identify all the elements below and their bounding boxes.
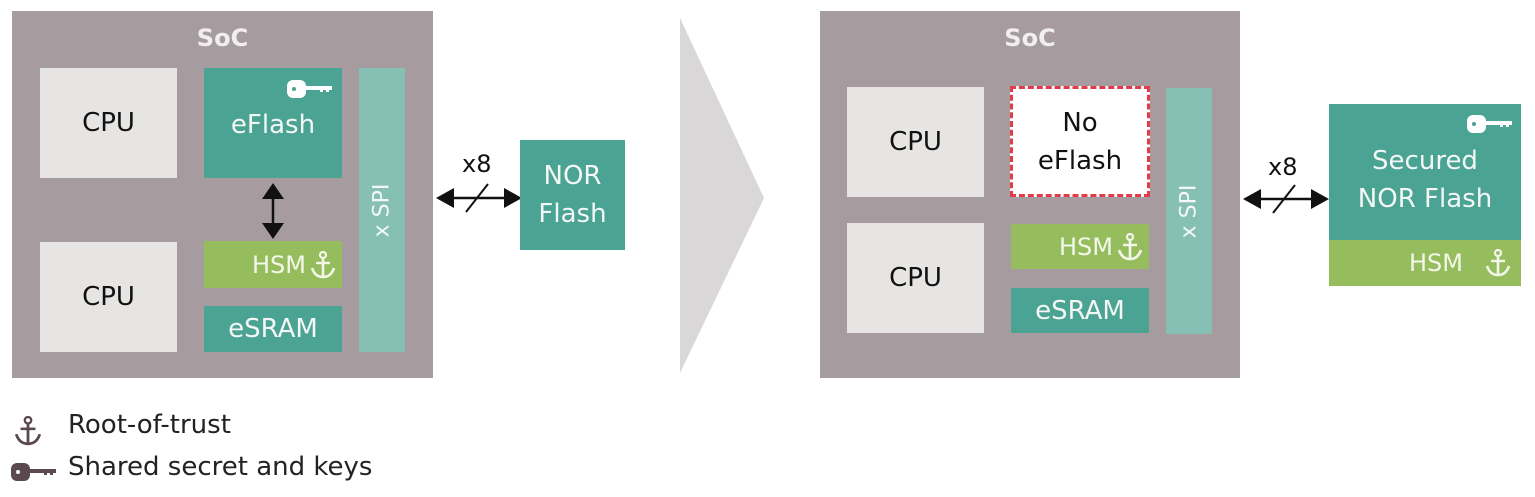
eflash-label: eFlash — [230, 110, 316, 140]
esram-block-after: eSRAM — [1011, 288, 1149, 333]
nor-flash-block: NOR Flash — [520, 140, 625, 250]
xspi-bus-before: x SPI — [359, 68, 405, 352]
legend: Root-of-trust Shared secret and keys — [10, 408, 410, 488]
key-icon — [287, 79, 333, 99]
esram-label: eSRAM — [1035, 295, 1125, 326]
bus-width-label-after: x8 — [1268, 153, 1298, 181]
anchor-icon — [14, 416, 42, 446]
nor-flash-label-line1: NOR — [543, 161, 602, 191]
hsm-label: HSM — [252, 250, 306, 279]
anchor-icon — [1485, 249, 1511, 277]
xspi-label: x SPI — [369, 183, 395, 237]
anchor-icon — [310, 250, 336, 279]
nor-flash-label-line2: Flash — [538, 199, 607, 229]
xspi-bus-after: x SPI — [1166, 88, 1212, 334]
cpu-before-top: CPU — [40, 68, 177, 178]
cpu-before-bottom: CPU — [40, 242, 177, 352]
cpu-label: CPU — [82, 282, 135, 312]
no-eflash-label-line2: eFlash — [1037, 145, 1123, 176]
key-icon — [1467, 114, 1513, 134]
xspi-label: x SPI — [1176, 184, 1202, 238]
hsm-block-before: HSM — [204, 241, 342, 288]
soc-before-title: SoC — [196, 24, 249, 52]
no-eflash-label-line1: No — [1062, 107, 1098, 138]
cpu-after-top: CPU — [847, 87, 984, 197]
esram-label: eSRAM — [228, 314, 318, 344]
legend-root-of-trust: Root-of-trust — [68, 410, 231, 440]
secured-nor-flash-line1: Secured — [1372, 146, 1478, 176]
esram-block-before: eSRAM — [204, 306, 342, 352]
legend-shared-secret: Shared secret and keys — [68, 452, 373, 482]
secured-nor-flash-line2: NOR Flash — [1357, 184, 1493, 214]
bus-arrow-icon — [436, 182, 522, 214]
hsm-label: HSM — [1059, 232, 1113, 261]
secured-nor-flash-block: Secured NOR Flash — [1329, 104, 1521, 240]
cpu-after-bottom: CPU — [847, 223, 984, 333]
bus-arrow-icon — [1243, 183, 1329, 215]
no-eflash-block: No eFlash — [1010, 86, 1150, 197]
bidirectional-arrow-icon — [260, 183, 286, 239]
cpu-label: CPU — [889, 127, 942, 157]
cpu-label: CPU — [889, 263, 942, 293]
soc-after-title: SoC — [1004, 24, 1056, 52]
hsm-label: HSM — [1409, 249, 1463, 277]
key-icon — [10, 462, 58, 482]
secured-nor-hsm-block: HSM — [1329, 240, 1521, 286]
anchor-icon — [1117, 232, 1143, 261]
bus-width-label-before: x8 — [462, 150, 492, 178]
cpu-label: CPU — [82, 108, 135, 138]
hsm-block-after: HSM — [1011, 224, 1149, 269]
transition-arrow-icon — [680, 18, 766, 373]
